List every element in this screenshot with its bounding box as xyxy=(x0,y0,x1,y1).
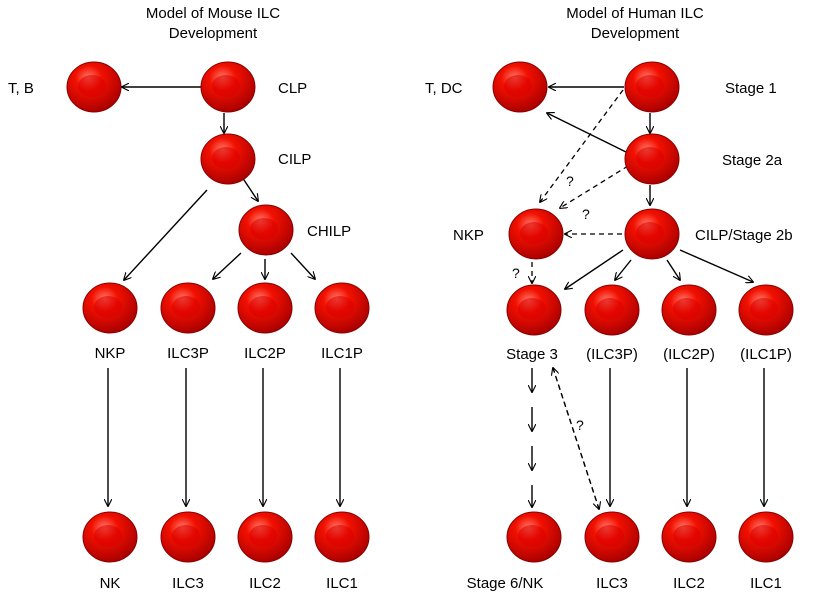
dashed-stage2a-to-nkp xyxy=(560,165,629,208)
label-ilc1: ILC1 xyxy=(326,575,358,592)
arrow-cilp-to-ilc2p xyxy=(666,259,680,280)
cell-ilc3p xyxy=(160,282,216,334)
question-mark-cilp: ? xyxy=(582,206,590,222)
label-ilc3-human: ILC3 xyxy=(596,575,628,592)
mouse-arrows xyxy=(108,87,340,506)
label-ilc2: ILC2 xyxy=(249,575,281,592)
cell-stage2a xyxy=(624,133,680,185)
label-ilc2-human: ILC2 xyxy=(673,575,705,592)
human-cells xyxy=(492,61,794,563)
cell-ilc2-human xyxy=(661,511,717,563)
arrow-cilp-to-ilc1p xyxy=(679,249,753,282)
label-stage3: Stage 3 xyxy=(506,346,558,363)
mouse-title-line1: Model of Mouse ILC xyxy=(146,5,280,22)
mouse-title: Model of Mouse ILC Development xyxy=(146,5,280,42)
label-ilc2p: ILC2P xyxy=(244,345,286,362)
cell-tdc xyxy=(492,61,548,113)
question-marks: ? ? ? ? xyxy=(512,173,590,433)
label-ilc3: ILC3 xyxy=(172,575,204,592)
human-arrows xyxy=(532,87,764,507)
label-chilp: CHILP xyxy=(307,223,351,240)
label-stage1: Stage 1 xyxy=(725,80,777,97)
label-tdc: T, DC xyxy=(425,80,463,97)
question-mark-ilc3: ? xyxy=(576,417,584,433)
mouse-labels: T, B CLP CILP CHILP NKP ILC3P ILC2P ILC1… xyxy=(8,80,363,592)
human-dashed-arrows xyxy=(532,89,629,509)
label-stage2a: Stage 2a xyxy=(722,152,783,169)
cell-stage3 xyxy=(506,284,562,336)
cell-stage1 xyxy=(624,61,680,113)
label-ilc1p-human: (ILC1P) xyxy=(740,346,792,363)
label-ilc2p-human: (ILC2P) xyxy=(663,346,715,363)
cell-ilc3p-human xyxy=(584,284,640,336)
label-ilc3p: ILC3P xyxy=(167,345,209,362)
cell-nkp-human xyxy=(508,208,564,260)
question-mark-nkp: ? xyxy=(512,265,520,281)
arrow-chilp-to-ilc1p xyxy=(290,252,315,279)
arrow-stage2a-to-tdc xyxy=(547,113,627,153)
cell-ilc3-human xyxy=(584,511,640,563)
label-nkp: NKP xyxy=(95,345,126,362)
cell-cilp xyxy=(200,133,256,185)
cell-ilc1p xyxy=(314,282,370,334)
cell-ilc1 xyxy=(314,511,370,563)
cell-nkp xyxy=(82,282,138,334)
arrow-cilp-to-nkp xyxy=(124,189,208,280)
cell-ilc2 xyxy=(237,511,293,563)
mouse-cells xyxy=(66,61,370,563)
label-clp: CLP xyxy=(278,80,307,97)
dashed-stage1-to-nkp xyxy=(540,89,624,202)
cell-chilp xyxy=(238,204,294,256)
cell-ilc1p-human xyxy=(738,284,794,336)
label-cilp-stage2b: CILP/Stage 2b xyxy=(695,227,793,244)
cell-ilc2p-human xyxy=(661,284,717,336)
arrow-chilp-to-ilc3p xyxy=(213,252,242,279)
label-ilc3p-human: (ILC3P) xyxy=(586,346,638,363)
cell-ilc2p xyxy=(237,282,293,334)
label-stage6nk: Stage 6/NK xyxy=(467,575,544,592)
cell-ilc3 xyxy=(160,511,216,563)
label-ilc1-human: ILC1 xyxy=(750,575,782,592)
cell-tb xyxy=(66,61,122,113)
arrow-cilp-to-ilc3p xyxy=(615,259,632,280)
label-tb: T, B xyxy=(8,80,34,97)
cell-cilp-stage2b xyxy=(624,208,680,260)
human-labels: T, DC Stage 1 Stage 2a NKP CILP/Stage 2b… xyxy=(425,80,793,592)
question-mark-stage2a: ? xyxy=(566,173,574,189)
cell-ilc1-human xyxy=(738,511,794,563)
human-title-line1: Model of Human ILC xyxy=(566,5,704,22)
cell-nk xyxy=(82,511,138,563)
arrow-cilp-to-chilp xyxy=(241,176,258,201)
human-title: Model of Human ILC Development xyxy=(566,5,704,42)
label-nk: NK xyxy=(100,575,121,592)
label-ilc1p: ILC1P xyxy=(321,345,363,362)
human-title-line2: Development xyxy=(591,25,680,42)
label-cilp: CILP xyxy=(278,151,311,168)
cell-stage6nk xyxy=(506,511,562,563)
mouse-title-line2: Development xyxy=(169,25,258,42)
cell-clp xyxy=(200,61,256,113)
arrow-cilp-to-stage3 xyxy=(565,249,624,289)
label-nkp-human: NKP xyxy=(453,227,484,244)
dashed-stage3-to-ilc3 xyxy=(552,367,599,509)
